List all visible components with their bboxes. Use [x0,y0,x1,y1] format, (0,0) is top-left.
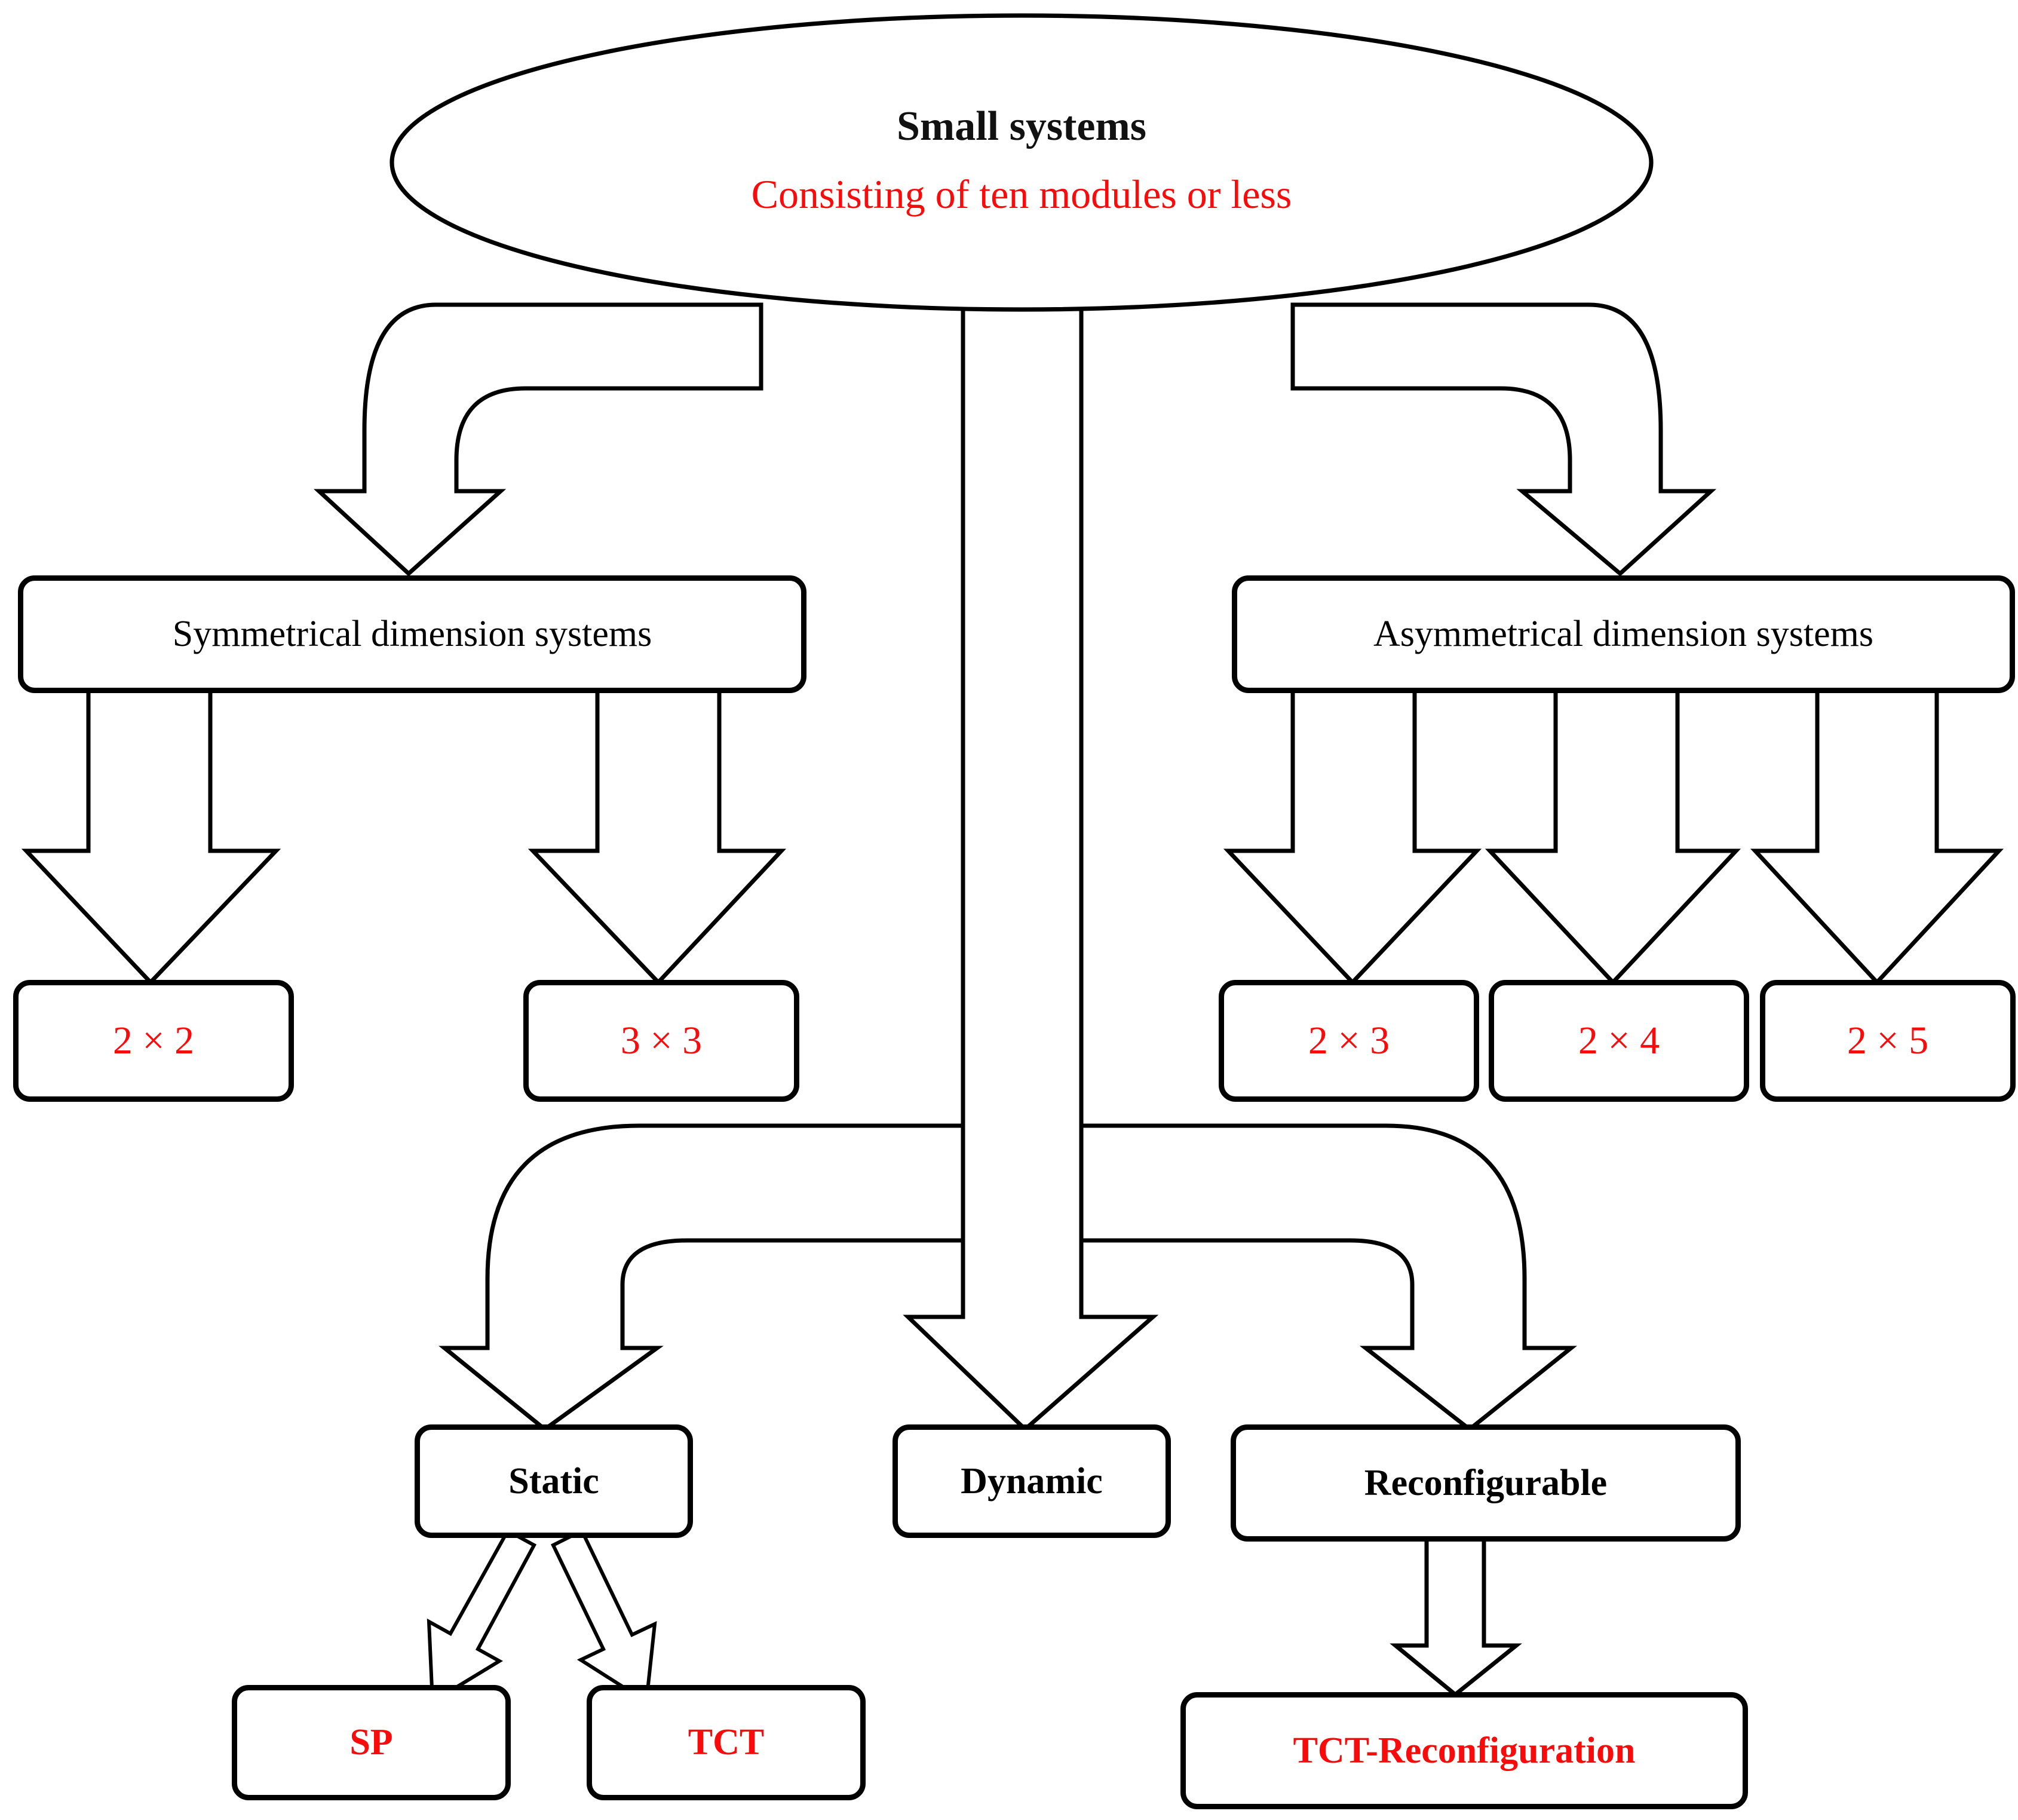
arrow-asymmetrical-to-2x5 [1750,687,2004,986]
node-3x3: 3 × 3 [523,980,799,1102]
arrow-asymmetrical-to-2x4 [1485,687,1741,986]
node-tct: TCT [587,1685,866,1800]
node-small-systems-ellipse [390,13,1654,312]
arrow-static-to-sp [427,1528,537,1705]
node-tct-reconfiguration-label: TCT-Reconfiguration [1293,1730,1636,1771]
node-tct-reconfiguration: TCT-Reconfiguration [1180,1692,1748,1809]
node-reconfigurable-label: Reconfigurable [1364,1462,1608,1503]
arrow-asymmetrical-to-2x3 [1223,687,1482,986]
arrow-symmetrical-to-2x2 [21,687,281,986]
node-dynamic-label: Dynamic [961,1460,1103,1502]
node-2x4: 2 × 4 [1489,980,1749,1102]
node-asymmetrical: Asymmetrical dimension systems [1232,575,2015,693]
arrow-root-to-asymmetrical [1290,302,1717,577]
root-title: Small systems [896,103,1147,149]
node-sp-label: SP [349,1722,393,1763]
node-tct-label: TCT [688,1722,765,1763]
node-2x5: 2 × 5 [1760,980,2016,1102]
node-sp: SP [232,1685,511,1800]
node-asymmetrical-label: Asymmetrical dimension systems [1373,614,1873,655]
arrow-symmetrical-to-3x3 [527,687,787,986]
arrow-root-to-symmetrical [314,302,763,577]
root-subtitle: Consisting of ten modules or less [751,171,1292,217]
arrow-root-to-dynamic [903,296,1159,1432]
node-2x2: 2 × 2 [13,980,294,1102]
node-static-label: Static [508,1460,599,1502]
node-3x3-label: 3 × 3 [620,1018,703,1062]
node-2x3-label: 2 × 3 [1308,1018,1390,1062]
node-2x4-label: 2 × 4 [1578,1018,1660,1062]
node-dynamic: Dynamic [893,1424,1171,1538]
node-reconfigurable: Reconfigurable [1231,1424,1741,1542]
arrow-root-to-static-and-reconfigurable [438,1123,1577,1432]
node-2x2-label: 2 × 2 [112,1018,195,1062]
arrow-reconfigurable-to-tct-reconfiguration [1390,1534,1522,1698]
arrow-static-to-tct [551,1528,657,1705]
node-2x3: 2 × 3 [1219,980,1479,1102]
node-2x5-label: 2 × 5 [1847,1018,1929,1062]
node-symmetrical-label: Symmetrical dimension systems [172,614,652,655]
node-symmetrical: Symmetrical dimension systems [18,575,806,693]
node-static: Static [415,1424,693,1538]
